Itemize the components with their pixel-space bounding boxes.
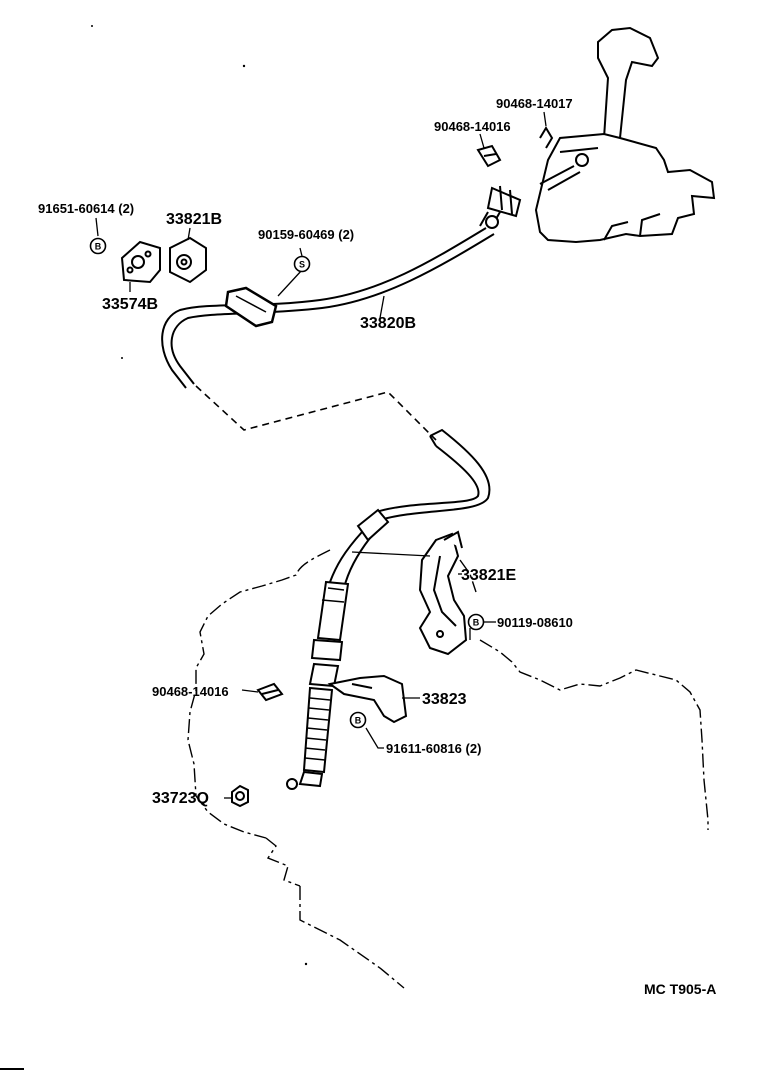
label-90119-08610: 90119-08610 <box>497 615 573 630</box>
label-33821E: 33821E <box>461 567 516 584</box>
nut-33723Q <box>231 784 249 808</box>
clip-90468-14016-top <box>476 144 502 168</box>
transaxle-outline <box>187 549 709 989</box>
bolt-symbol-label: B <box>95 242 102 252</box>
screw-symbol-label: S <box>299 260 305 270</box>
screw-symbol-90159: S <box>293 255 311 273</box>
shift-lever-assembly <box>534 26 716 244</box>
bracket-33823 <box>327 674 408 724</box>
retainer-33821B <box>169 236 207 284</box>
label-33723Q: 33723Q <box>152 790 209 807</box>
bolt-symbol-91651: B <box>89 237 107 255</box>
bolt-symbol-label: B <box>473 618 480 628</box>
clip-90468-14017 <box>539 126 554 149</box>
label-33574B: 33574B <box>102 296 158 313</box>
label-33823: 33823 <box>422 691 467 708</box>
bracket-33821E <box>418 530 468 656</box>
label-33820B: 33820B <box>360 315 416 332</box>
label-91611-60816: 91611-60816 (2) <box>386 741 481 756</box>
label-91651-60614: 91651-60614 (2) <box>38 201 134 216</box>
bolt-symbol-90119: B <box>467 613 485 631</box>
bolt-symbol-label: B <box>355 716 362 726</box>
leader-lines <box>95 111 547 799</box>
figure-code: MC T905-A <box>644 981 716 997</box>
label-90468-14016-bottom: 90468-14016 <box>152 684 229 699</box>
label-90159-60469: 90159-60469 (2) <box>258 227 354 242</box>
transmission-control-cable <box>161 185 522 790</box>
clip-90468-14016-bottom <box>256 682 284 702</box>
bracket-33574B <box>120 240 161 284</box>
label-33821B: 33821B <box>166 211 222 228</box>
bolt-symbol-91611: B <box>349 711 367 729</box>
scan-specks <box>0 25 308 1070</box>
label-90468-14017: 90468-14017 <box>496 96 573 111</box>
label-90468-14016-top: 90468-14016 <box>434 119 511 134</box>
